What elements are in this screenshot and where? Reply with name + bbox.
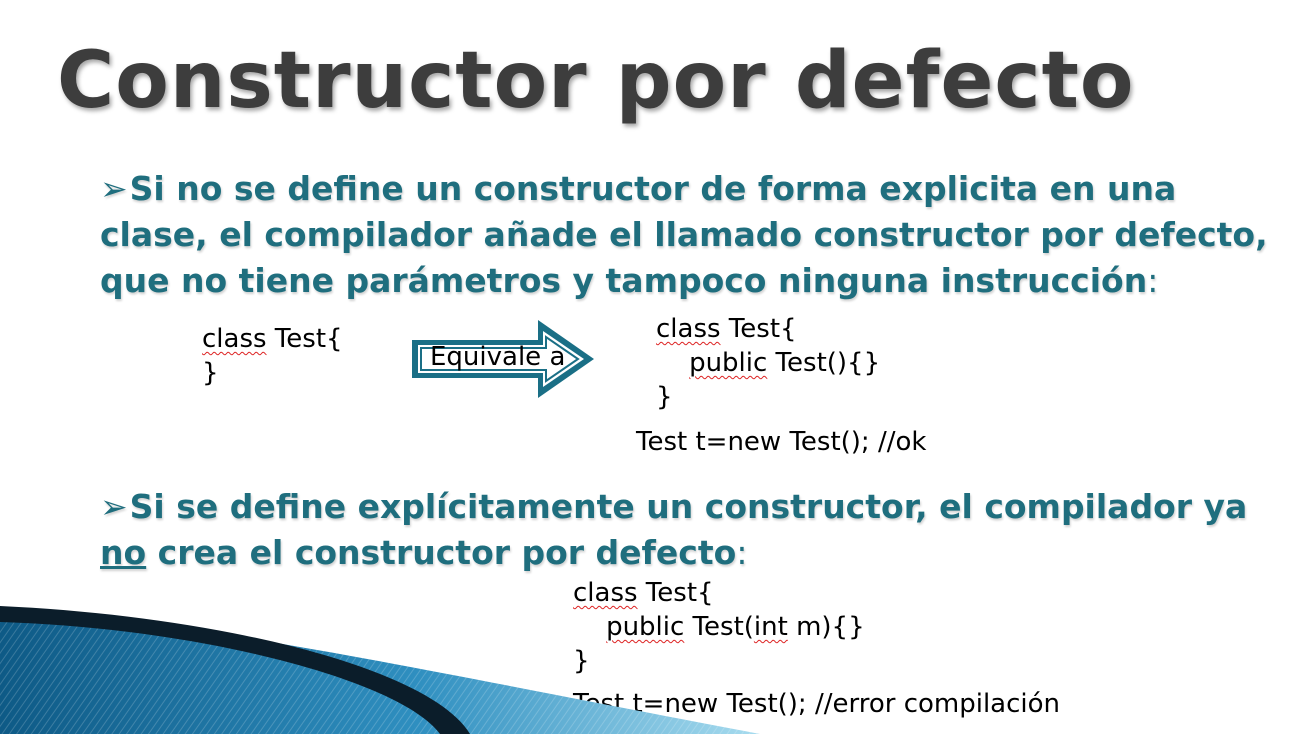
- point-2-text-after: crea el constructor por defecto: [146, 533, 737, 572]
- code-text: Test(){}: [767, 348, 881, 378]
- code-bottom: class Test{ public Test(int m){} }: [573, 576, 865, 678]
- code-keyword: int: [753, 612, 788, 642]
- point-2: ➢Si se define explícitamente un construc…: [100, 484, 1280, 576]
- code-text: Test(: [684, 612, 754, 642]
- code-keyword: class: [656, 314, 721, 344]
- arrow-label: Equivale a: [430, 342, 566, 372]
- slide-title: Constructor por defecto: [57, 36, 1135, 126]
- decorative-swoosh: [0, 606, 760, 734]
- bullet-arrow-icon: ➢: [100, 169, 128, 208]
- point-1-text: Si no se define un constructor de forma …: [100, 169, 1268, 300]
- code-right: class Test{ public Test(){} }: [656, 312, 880, 414]
- code-keyword: public: [689, 348, 768, 378]
- usage-ok: Test t=new Test(); //ok: [636, 427, 927, 457]
- code-keyword: class: [202, 324, 267, 354]
- code-text: Test{: [266, 324, 343, 354]
- code-left: class Test{ }: [202, 322, 343, 390]
- code-indent: [656, 348, 689, 378]
- point-2-underlined: no: [100, 533, 147, 572]
- code-brace: }: [656, 382, 673, 412]
- code-text: m){}: [787, 612, 865, 642]
- code-keyword: public: [606, 612, 685, 642]
- code-text: Test{: [720, 314, 797, 344]
- equivale-arrow: Equivale a: [410, 318, 596, 400]
- block-arrow-icon: [412, 320, 594, 398]
- point-2-colon: :: [736, 533, 748, 572]
- code-text: Test{: [637, 578, 714, 608]
- code-keyword: class: [573, 578, 638, 608]
- bullet-arrow-icon: ➢: [100, 487, 128, 526]
- code-brace: }: [573, 646, 590, 676]
- point-1-colon: :: [1147, 261, 1159, 300]
- point-1: ➢Si no se define un constructor de forma…: [100, 166, 1280, 304]
- code-brace: }: [202, 358, 219, 388]
- point-2-text: Si se define explícitamente un construct…: [129, 487, 1248, 526]
